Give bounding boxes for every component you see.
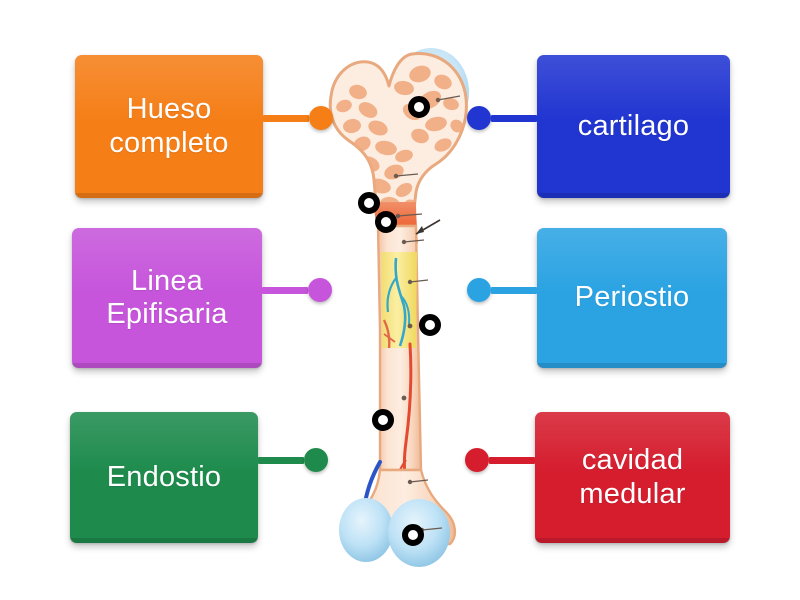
label-text-linea-epifisaria: Linea Epifisaria <box>106 264 228 330</box>
label-text-cavidad-medular: cavidad medular <box>579 444 686 510</box>
label-box-hueso-completo[interactable]: Hueso completo <box>75 55 263 198</box>
label-box-endostio[interactable]: Endostio <box>70 412 258 543</box>
target-marker-epiphyseal-lower[interactable] <box>375 211 397 233</box>
label-text-cartilago: cartilago <box>577 109 690 142</box>
target-marker-epiphyseal-upper[interactable] <box>358 192 380 214</box>
target-marker-periosteum[interactable] <box>419 314 441 336</box>
label-box-cavidad-medular[interactable]: cavidad medular <box>535 412 730 543</box>
target-marker-condyle[interactable] <box>402 524 424 546</box>
bone-illustration <box>300 30 500 570</box>
label-box-linea-epifisaria[interactable]: Linea Epifisaria <box>72 228 262 368</box>
label-text-periostio: Periostio <box>574 281 690 314</box>
target-marker-endosteum[interactable] <box>372 409 394 431</box>
label-text-endostio: Endostio <box>106 460 222 493</box>
label-box-periostio[interactable]: Periostio <box>537 228 727 368</box>
label-box-cartilago[interactable]: cartilago <box>537 55 730 198</box>
label-text-hueso-completo: Hueso completo <box>109 93 229 159</box>
target-marker-cartilago-head[interactable] <box>408 96 430 118</box>
